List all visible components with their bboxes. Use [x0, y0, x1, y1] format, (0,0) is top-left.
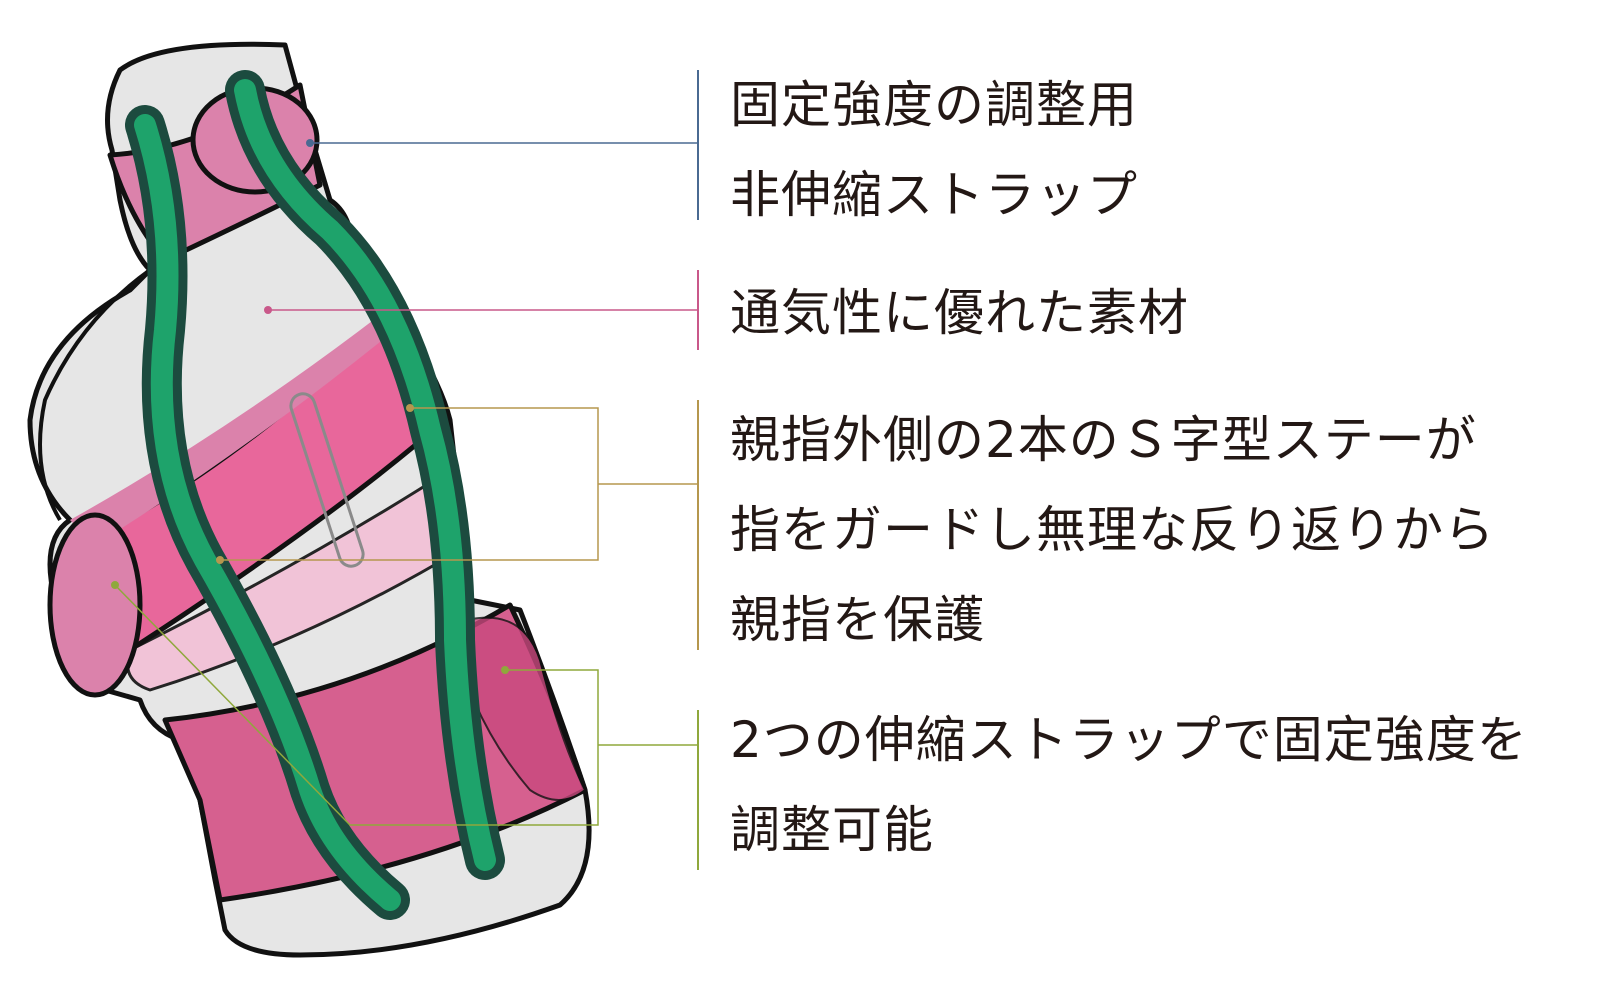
callout-line: 調整可能 — [730, 801, 934, 859]
callout-line: 指をガードし無理な反り返りから — [730, 501, 1495, 559]
lower-strap-overlap — [448, 616, 587, 801]
callout-line: 非伸縮ストラップ — [730, 166, 1138, 224]
leader-blue — [306, 70, 699, 220]
thumb-bulge — [38, 268, 152, 522]
callout-s-stays: 親指外側の2本のＳ字型ステーが 指をガードし無理な反り返りから 親指を保護 — [730, 395, 1495, 665]
callout-line: 親指外側の2本のＳ字型ステーが — [730, 411, 1477, 469]
middle-band-top — [70, 315, 395, 545]
inner-band — [126, 468, 462, 692]
slot-window — [289, 392, 365, 568]
s-stays — [125, 70, 505, 920]
callout-line: 通気性に優れた素材 — [730, 284, 1189, 342]
callout-line: 親指を保護 — [730, 591, 985, 649]
callout-line: 固定強度の調整用 — [730, 76, 1138, 134]
callout-elastic-straps: 2つの伸縮ストラップで固定強度を 調整可能 — [730, 695, 1528, 875]
thumb-pad — [47, 512, 143, 698]
leader-gold — [216, 400, 699, 650]
stay-left-fill — [134, 114, 401, 911]
callout-line: 2つの伸縮ストラップで固定強度を — [730, 711, 1528, 769]
leader-olive — [111, 581, 699, 870]
stay-right-fill — [234, 79, 496, 871]
leader-pink — [264, 270, 699, 350]
callout-nonelastic-strap: 固定強度の調整用 非伸縮ストラップ — [730, 60, 1138, 240]
callout-breathable-material: 通気性に優れた素材 — [730, 268, 1189, 358]
